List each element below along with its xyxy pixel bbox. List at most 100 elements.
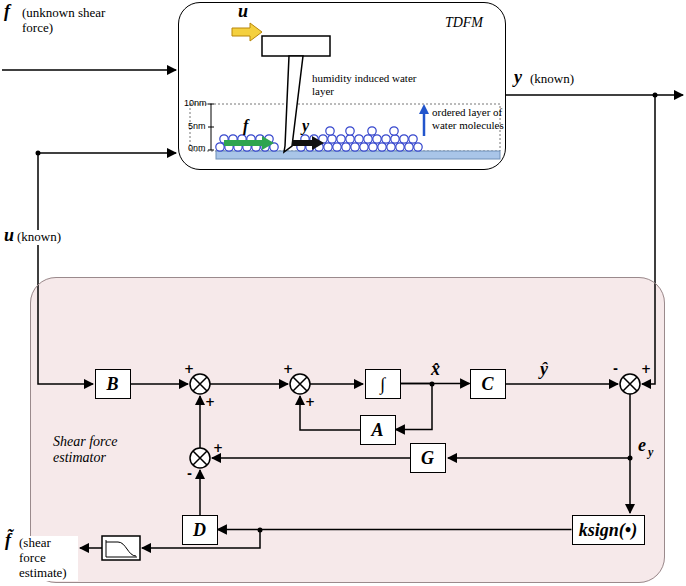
- wire: [629, 394, 631, 513]
- junction-cross: [293, 377, 307, 391]
- block-label: C: [481, 375, 493, 393]
- order-arrow-head: [419, 104, 429, 114]
- water-molecule: [333, 143, 341, 151]
- block-label: A: [371, 421, 383, 439]
- junction-cross: [623, 377, 637, 391]
- sign-block: ksign(•): [572, 515, 645, 545]
- wire: [2, 69, 176, 71]
- block-label: ksign(•): [579, 521, 637, 539]
- gain-block: G: [410, 443, 446, 473]
- water-molecule: [364, 135, 372, 143]
- wire: [310, 383, 363, 385]
- signal-name: ŷ: [540, 360, 548, 378]
- lowpass-filter: [102, 536, 140, 560]
- scale-label: 5nm: [188, 122, 206, 131]
- wire: [38, 152, 176, 154]
- shear-force-arrow: [224, 136, 274, 150]
- summing-junction: [290, 374, 310, 394]
- water-molecule: [351, 143, 359, 151]
- integrator-block: ∫: [365, 369, 401, 399]
- signal-note: (known): [530, 72, 574, 87]
- substrate: [216, 151, 500, 159]
- wire: [210, 383, 288, 385]
- water-molecule: [346, 127, 354, 135]
- wire: [38, 153, 93, 384]
- signal-name: e: [638, 436, 646, 454]
- summing-junction: [620, 374, 640, 394]
- water-molecule: [378, 143, 386, 151]
- water-molecule: [368, 127, 376, 135]
- junction-cross: [193, 451, 207, 465]
- box-title: Shear force estimator: [53, 434, 145, 466]
- water-molecule: [346, 135, 354, 143]
- signal-note: (shear force estimate): [18, 536, 78, 581]
- gain-block: A: [360, 415, 396, 445]
- annotation: humidity induced water layer: [312, 72, 422, 97]
- wire: [199, 470, 201, 515]
- branch-dot: [36, 151, 41, 156]
- box-title: TDFM: [445, 15, 483, 31]
- filter-curve: [106, 540, 137, 557]
- water-molecule: [387, 143, 395, 151]
- water-molecule: [324, 143, 332, 151]
- sign-mark: +: [184, 363, 194, 375]
- gain-block: C: [470, 369, 506, 399]
- wire: [642, 95, 655, 384]
- block-label: ∫: [380, 375, 385, 393]
- sign-mark: +: [305, 396, 315, 408]
- sign-mark: +: [213, 442, 223, 454]
- signal-name: f̃: [4, 531, 12, 549]
- water-molecule: [382, 135, 390, 143]
- signal-note: (unknown shear force): [22, 6, 132, 36]
- signal-subscript: y: [648, 446, 653, 458]
- wire: [131, 383, 188, 385]
- wire: [448, 457, 630, 459]
- water-molecule: [369, 143, 377, 151]
- water-molecule: [328, 135, 336, 143]
- water-molecule: [405, 143, 413, 151]
- branch-dot: [628, 456, 633, 461]
- signal-name: y: [302, 118, 309, 134]
- sign-mark: +: [641, 363, 651, 375]
- scale-label: 0nm: [188, 144, 206, 153]
- signal-name: u: [238, 2, 248, 20]
- water-molecule: [216, 143, 224, 151]
- gain-block: D: [182, 515, 218, 545]
- wire: [506, 383, 618, 385]
- displacement-arrow: [292, 136, 324, 150]
- tdfm-ground: [178, 2, 506, 170]
- gain-block: B: [95, 369, 131, 399]
- signal-name: f: [243, 118, 248, 134]
- summing-junction: [190, 448, 210, 468]
- block-label: D: [193, 521, 206, 539]
- block-label: G: [421, 449, 434, 467]
- signal-name: x̂: [431, 360, 440, 378]
- water-molecule: [414, 143, 422, 151]
- signal-name: u: [4, 226, 14, 244]
- water-molecule: [396, 143, 404, 151]
- wire: [212, 457, 410, 459]
- water-molecule: [391, 135, 399, 143]
- cantilever-stem: [284, 56, 303, 152]
- water-molecule: [390, 127, 398, 135]
- branch-dot: [653, 93, 658, 98]
- sign-mark: +: [283, 363, 293, 375]
- signal-name: y: [514, 68, 522, 86]
- wire: [80, 547, 102, 549]
- water-molecule: [355, 135, 363, 143]
- annotation: ordered layer of water molecules: [432, 106, 504, 131]
- wire: [199, 396, 201, 448]
- water-molecule: [400, 135, 408, 143]
- signal-note: (known): [16, 230, 62, 245]
- system-box: TDFM: [178, 2, 506, 170]
- water-molecule: [373, 135, 381, 143]
- water-molecule: [360, 143, 368, 151]
- scale-bar: [208, 104, 214, 150]
- estimator-box: Shear force estimator B ∫ C A Gksign(•) D: [30, 277, 665, 583]
- water-molecule: [409, 135, 417, 143]
- water-molecule: [326, 127, 334, 135]
